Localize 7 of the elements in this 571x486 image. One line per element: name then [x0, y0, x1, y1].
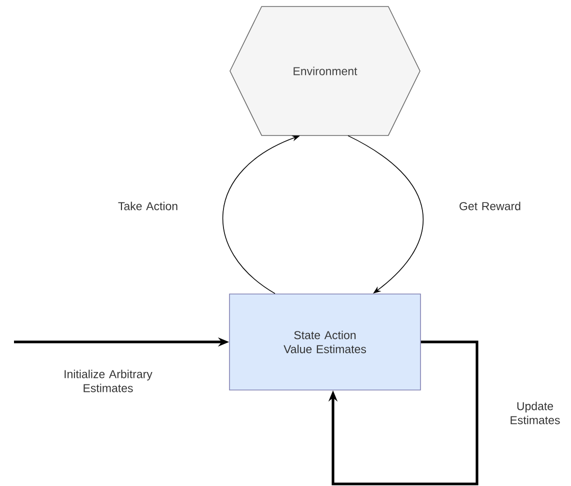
edge-label: Initialize Arbitrary Estimates: [64, 370, 152, 392]
edge-label: Get Reward: [460, 202, 520, 210]
process-box: State Action Value Estimates: [229, 294, 421, 390]
environment-hexagon: Environment: [230, 6, 420, 136]
edge-label: Update Estimates: [510, 402, 560, 424]
arrow: [328, 340, 478, 486]
edge-label: Take Action: [118, 202, 178, 210]
